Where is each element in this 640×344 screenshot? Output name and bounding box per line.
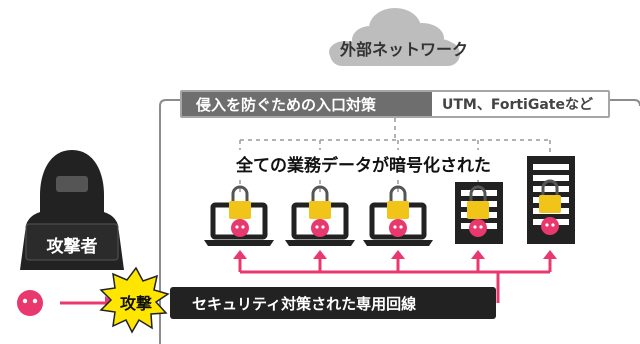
hooded-hacker-icon [20, 150, 124, 270]
padlock-icon [387, 185, 409, 219]
secure-line-box: セキュリティ対策された専用回線 [170, 287, 496, 319]
padlock-icon [309, 185, 331, 219]
attacker-label: 攻撃者 [46, 237, 98, 257]
entry-defense-title: 侵入を防ぐための入口対策 [182, 92, 432, 116]
virus-icon [231, 217, 559, 237]
entry-defense-box: 侵入を防ぐための入口対策 UTM、FortiGateなど [180, 90, 610, 118]
virus-icon [17, 290, 43, 316]
attack-label: 攻撃 [119, 294, 152, 313]
external-network-label: 外部ネットワーク [340, 40, 469, 59]
cloud-icon [329, 8, 460, 66]
virus-faces [235, 223, 555, 229]
secure-line-label: セキュリティ対策された専用回線 [192, 294, 417, 313]
encrypted-data-label: 全ての業務データが暗号化された [230, 150, 497, 177]
padlock-icon [467, 185, 489, 219]
padlock-icon [229, 185, 251, 219]
entry-defense-examples: UTM、FortiGateなど [442, 97, 593, 113]
starburst-icon [99, 266, 170, 334]
padlock-icon [539, 179, 561, 213]
